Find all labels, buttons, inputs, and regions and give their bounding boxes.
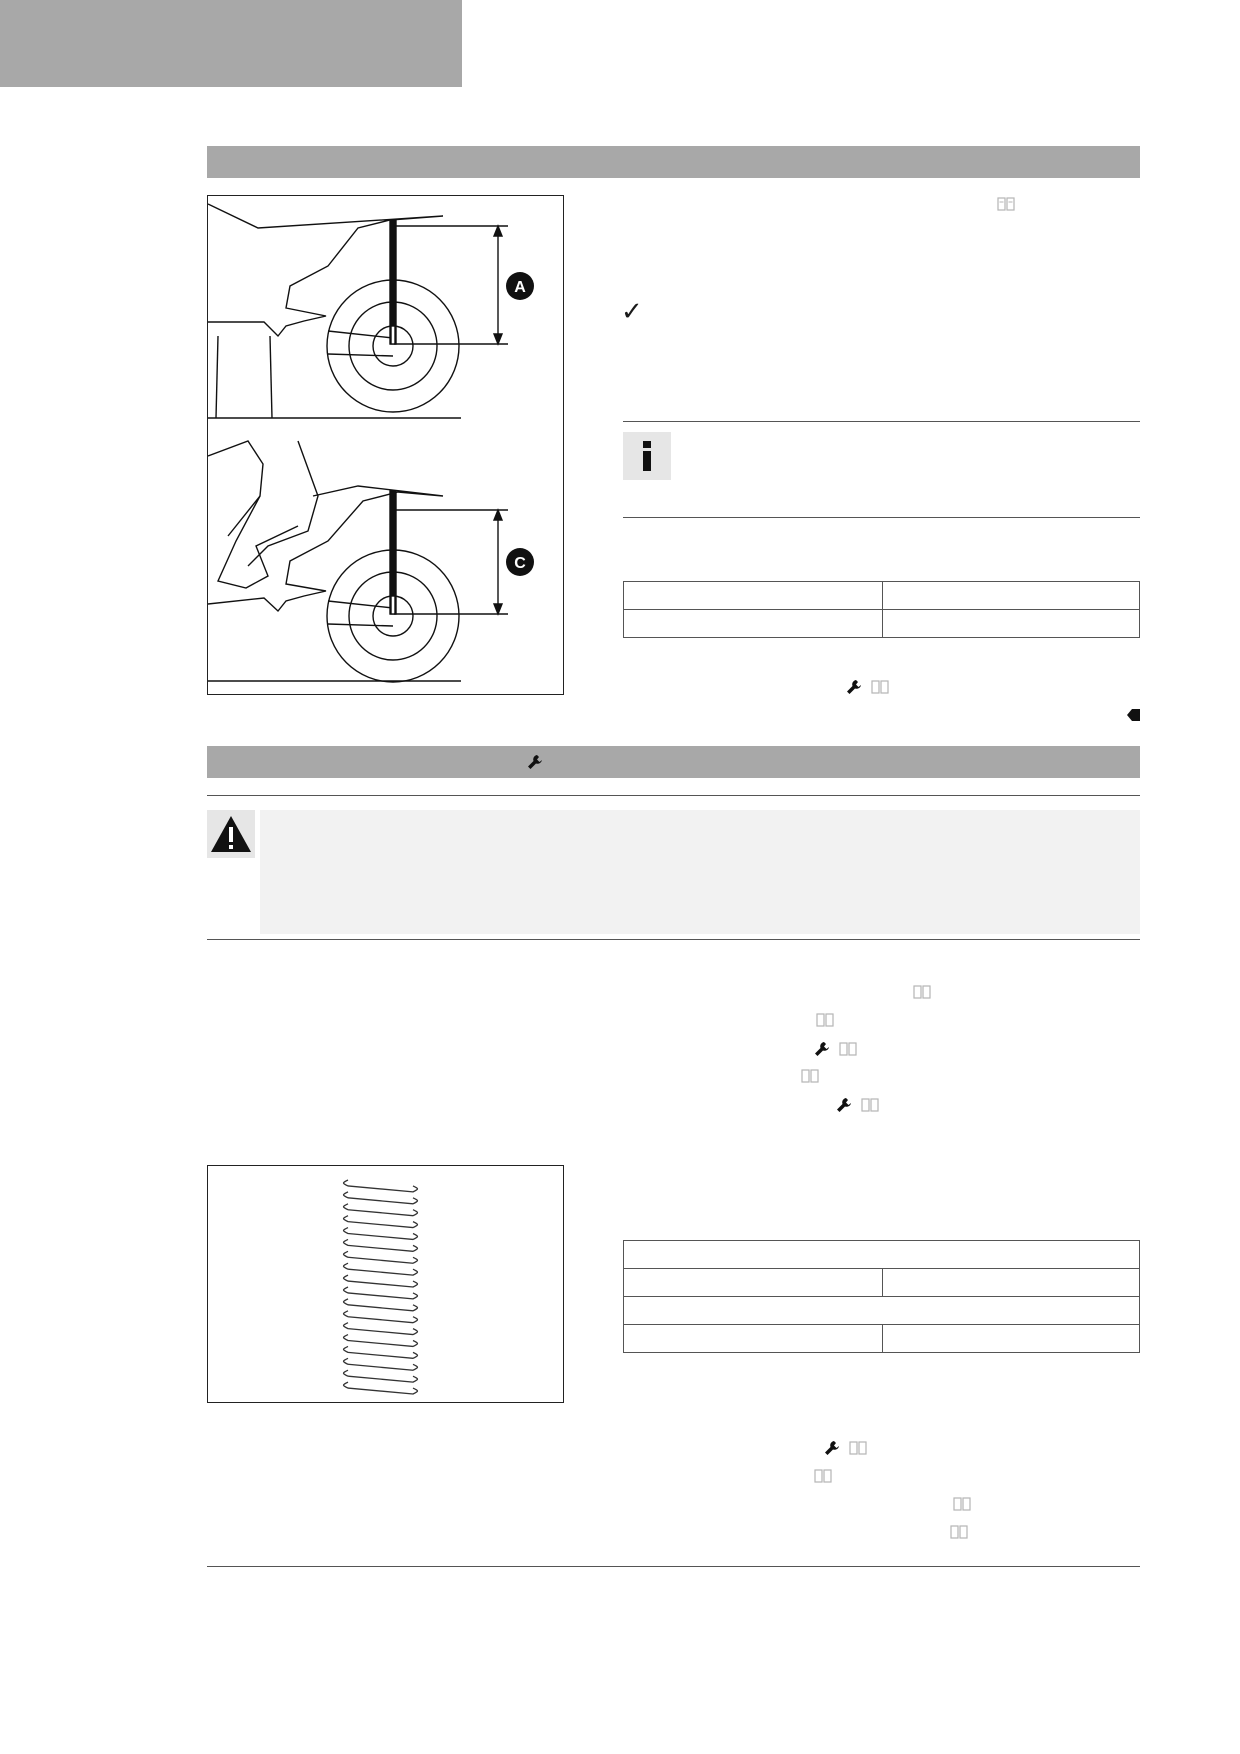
label-c: C xyxy=(514,555,526,572)
note-top-rule xyxy=(623,421,1140,422)
section-heading-bar-2 xyxy=(207,746,1140,778)
book-reference-icon[interactable] xyxy=(950,1525,968,1539)
spring-coil xyxy=(342,1179,419,1395)
wrench-icon[interactable] xyxy=(814,1041,830,1057)
book-reference-icon[interactable] xyxy=(913,985,931,999)
wrench-icon[interactable] xyxy=(846,679,862,695)
warning-bottom-rule xyxy=(207,939,1140,940)
sag-measurement-figure: A C xyxy=(207,195,564,695)
book-reference-icon[interactable] xyxy=(814,1469,832,1483)
label-c-badge: C xyxy=(506,548,534,576)
label-a: A xyxy=(514,279,526,296)
table-cell xyxy=(623,1324,883,1353)
book-reference-icon[interactable] xyxy=(816,1013,834,1027)
page-bottom-rule xyxy=(207,1566,1140,1567)
table-cell xyxy=(623,581,883,610)
book-reference-icon[interactable] xyxy=(871,680,889,694)
header-tab xyxy=(0,0,462,87)
table-cell xyxy=(882,581,1140,610)
sag-illustration: A C xyxy=(207,203,534,683)
spring-figure xyxy=(207,1165,564,1403)
book-reference-icon[interactable] xyxy=(839,1042,857,1056)
warning-top-rule xyxy=(207,795,1140,796)
book-reference-icon[interactable] xyxy=(801,1069,819,1083)
table-row xyxy=(623,1240,1140,1269)
book-reference-icon[interactable] xyxy=(861,1098,879,1112)
wrench-icon xyxy=(528,755,542,769)
table-row xyxy=(623,609,1140,638)
wrench-icon[interactable] xyxy=(836,1097,852,1113)
table-cell xyxy=(623,1240,1140,1269)
label-a-badge: A xyxy=(506,272,534,300)
table-cell xyxy=(882,1324,1140,1353)
spring-spec-table xyxy=(623,1240,1140,1353)
sag-spec-table xyxy=(623,581,1140,638)
table-row xyxy=(623,1268,1140,1297)
table-cell xyxy=(623,1296,1140,1325)
table-row xyxy=(623,581,1140,610)
warning-text-box xyxy=(260,810,1140,934)
table-cell xyxy=(623,1268,883,1297)
book-reference-icon[interactable] xyxy=(997,197,1015,211)
check-mark: ✓ xyxy=(621,296,643,326)
table-row xyxy=(623,1324,1140,1353)
wrench-icon[interactable] xyxy=(824,1440,840,1456)
table-cell xyxy=(882,1268,1140,1297)
book-reference-icon[interactable] xyxy=(849,1441,867,1455)
spring-illustration xyxy=(342,1179,419,1395)
info-icon xyxy=(623,432,671,480)
section-heading-bar-1 xyxy=(207,146,1140,178)
table-row xyxy=(623,1296,1140,1325)
table-cell xyxy=(882,609,1140,638)
end-of-section-icon xyxy=(1127,709,1140,721)
warning-icon xyxy=(207,810,255,858)
note-bottom-rule xyxy=(623,517,1140,518)
table-cell xyxy=(623,609,883,638)
book-reference-icon[interactable] xyxy=(953,1497,971,1511)
